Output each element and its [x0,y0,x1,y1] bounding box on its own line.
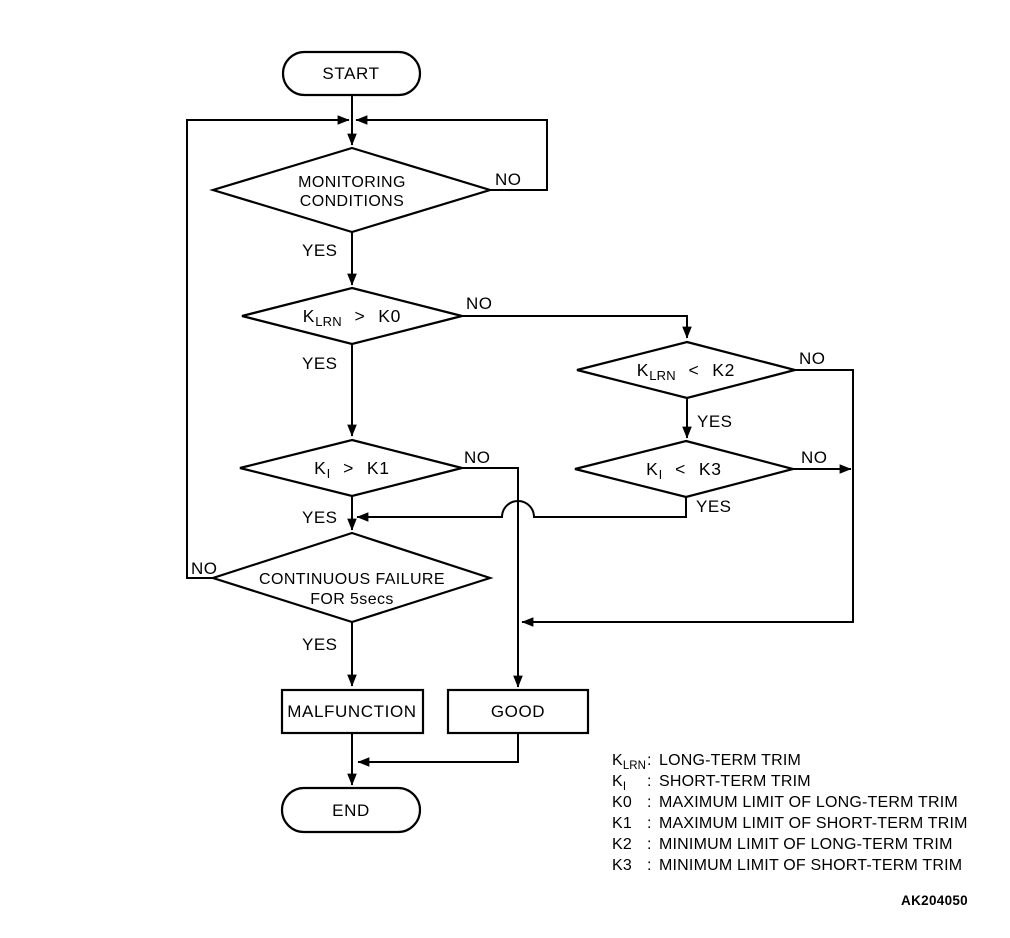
legend-row-k1: K1: MAXIMUM LIMIT OF SHORT-TERM TRIM [612,813,968,834]
continuous-failure-label-line1: CONTINUOUS FAILURE [259,571,445,588]
legend-term-k3: K3 [612,855,647,882]
klrn-k0-rest: > K0 [342,306,401,326]
ki-k3-rest: < K3 [662,459,721,479]
legend-term-base: K3 [612,857,632,874]
ki-k3-base: K [646,459,658,479]
klrn-k2-base: K [637,360,649,380]
edge-good-to-end-join [357,733,519,767]
legend-colon: : [647,857,652,874]
legend-term-klrn: KLRN [612,750,647,777]
monitoring-no-label: NO [495,170,522,189]
monitoring-label-line2: CONDITIONS [300,193,404,210]
legend-row-k2: K2: MINIMUM LIMIT OF LONG-TERM TRIM [612,834,968,855]
edge-continuous-failure-no-loop [186,115,350,579]
figure-code: AK204050 [901,893,968,908]
monitoring-label-line1: MONITORING [298,174,406,191]
continuous-failure-node [209,531,494,624]
end-label: END [332,801,370,820]
klrn-k0-no-label: NO [466,294,493,313]
ki-k3-sub: I [659,467,663,482]
legend-colon: : [647,794,652,811]
ki-k3-label: KI < K3 [646,459,722,482]
klrn-k0-sub: LRN [315,314,342,329]
legend-desc-ki: SHORT-TERM TRIM [659,773,811,790]
legend-term-base: K0 [612,794,632,811]
legend-row-k0: K0: MAXIMUM LIMIT OF LONG-TERM TRIM [612,792,968,813]
legend-term-base: K [612,752,623,769]
klrn-k2-no-label: NO [799,349,826,368]
edge-ki-k3-yes [356,497,687,522]
legend-desc-k3: MINIMUM LIMIT OF SHORT-TERM TRIM [659,857,963,874]
klrn-k2-yes-label: YES [697,412,733,431]
legend-colon: : [647,773,652,790]
klrn-k0-node [241,286,463,346]
ki-k3-yes-label: YES [696,497,732,516]
good-label: GOOD [491,702,545,721]
klrn-k0-base: K [303,306,315,326]
edge-monitoring-no-loop [355,115,548,191]
monitoring-yes-label: YES [302,241,338,260]
ki-k1-sub: I [327,466,331,481]
legend: KLRN: LONG-TERM TRIM KI: SHORT-TERM TRIM K… [612,750,968,876]
klrn-k2-rest: < K2 [676,360,735,380]
ki-k3-node [574,439,798,499]
legend-term-k1: K1 [612,813,647,840]
legend-colon: : [647,752,652,769]
end-node [280,786,422,834]
ki-k1-node [239,438,463,498]
legend-term-base: K [612,773,623,790]
legend-term-k0: K0 [612,792,647,819]
edge-klrn-k2-no [521,369,854,627]
continuous-failure-yes-label: YES [302,635,338,654]
legend-desc-k0: MAXIMUM LIMIT OF LONG-TERM TRIM [659,794,958,811]
ki-k3-no-label: NO [801,448,828,467]
start-node [281,50,422,97]
klrn-k2-node [576,340,800,400]
klrn-k2-sub: LRN [649,368,676,383]
legend-colon: : [647,836,652,853]
klrn-k0-yes-label: YES [302,354,338,373]
malfunction-node [280,688,425,735]
legend-desc-klrn: LONG-TERM TRIM [659,752,802,769]
legend-row-klrn: KLRN: LONG-TERM TRIM [612,750,968,772]
legend-term-base: K1 [612,815,632,832]
ki-k1-base: K [314,458,326,478]
edge-klrn-k0-no [462,315,692,339]
klrn-k0-label: KLRN > K0 [303,306,401,329]
continuous-failure-no-label: NO [191,559,218,578]
legend-term-sub: LRN [622,760,646,773]
legend-desc-k2: MINIMUM LIMIT OF LONG-TERM TRIM [659,836,953,853]
edge-ki-k1-no [462,467,523,688]
ki-k1-label: KI > K1 [314,458,390,481]
ki-k1-rest: > K1 [330,458,389,478]
ki-k1-yes-label: YES [302,508,338,527]
legend-term-ki: KI [612,771,647,798]
start-label: START [322,64,379,83]
ki-k1-no-label: NO [464,448,491,467]
legend-row-ki: KI: SHORT-TERM TRIM [612,771,968,793]
legend-row-k3: K3: MINIMUM LIMIT OF SHORT-TERM TRIM [612,855,968,876]
klrn-k2-label: KLRN < K2 [637,360,735,383]
legend-term-sub: I [622,781,627,794]
legend-desc-k1: MAXIMUM LIMIT OF SHORT-TERM TRIM [659,815,968,832]
malfunction-label: MALFUNCTION [287,702,416,721]
legend-term-base: K2 [612,836,632,853]
legend-term-k2: K2 [612,834,647,861]
continuous-failure-label-line2: FOR 5secs [310,591,394,608]
good-node [446,688,590,735]
legend-colon: : [647,815,652,832]
monitoring-conditions-node [209,146,494,234]
